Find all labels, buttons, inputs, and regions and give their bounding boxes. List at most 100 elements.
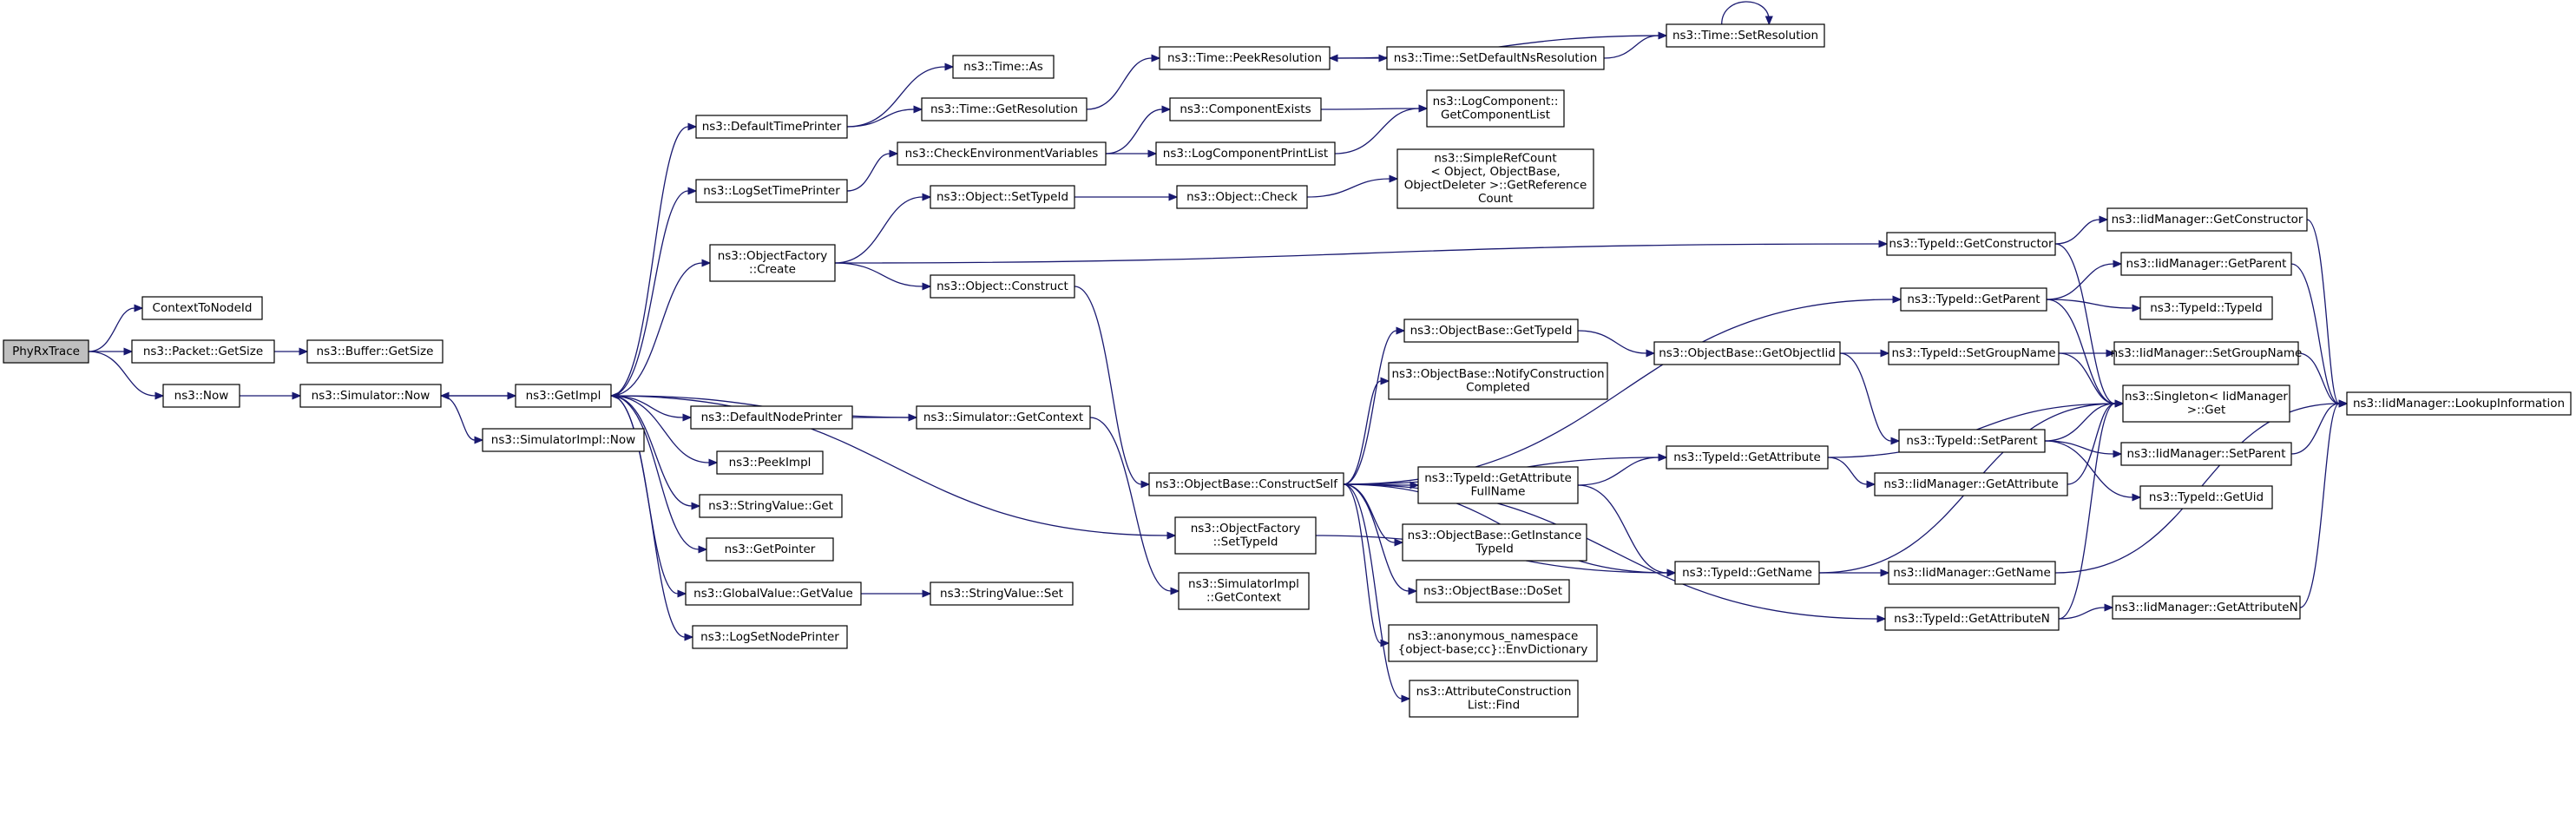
node-typeid_setparent[interactable]: ns3::TypeId::SetParent <box>1898 429 2046 453</box>
node-typeid_getname[interactable]: ns3::TypeId::GetName <box>1674 561 1820 585</box>
node-stringvalue_set[interactable]: ns3::StringValue::Set <box>930 582 1074 606</box>
edge-arrowhead <box>1764 16 1773 26</box>
node-defaultnodeprinter[interactable]: ns3::DefaultNodePrinter <box>690 405 853 430</box>
node-typeid_getconstructor[interactable]: ns3::TypeId::GetConstructor <box>1886 232 2056 256</box>
node-globalvalue_getvalue[interactable]: ns3::GlobalValue::GetValue <box>685 582 862 606</box>
node-logsetnodeprinter[interactable]: ns3::LogSetNodePrinter <box>692 625 848 649</box>
edge-line <box>88 351 156 397</box>
edge-arrowhead <box>2132 493 2142 502</box>
node-typeid_getparent[interactable]: ns3::TypeId::GetParent <box>1900 287 2047 312</box>
node-simulatorimpl_now[interactable]: ns3::SimulatorImpl::Now <box>482 428 645 452</box>
node-label: ns3::Buffer::GetSize <box>317 345 434 358</box>
node-objectbase_notifyconstruction[interactable]: ns3::ObjectBase::NotifyConstructionCompl… <box>1388 362 1608 400</box>
node-objectfactory_settypeid[interactable]: ns3::ObjectFactory::SetTypeId <box>1174 516 1317 555</box>
edge-line <box>610 395 710 463</box>
node-checkenvvars[interactable]: ns3::CheckEnvironmentVariables <box>897 141 1107 166</box>
node-getpointer[interactable]: ns3::GetPointer <box>706 537 834 562</box>
node-simulator_now[interactable]: ns3::Simulator::Now <box>299 384 442 408</box>
node-time_setresolution[interactable]: ns3::Time::SetResolution <box>1666 23 1825 48</box>
edge-typeid_getattributefullname-to-typeid_getname <box>1577 484 1677 577</box>
node-iidmanager_lookupinformation[interactable]: ns3::IidManager::LookupInformation <box>2346 391 2572 416</box>
node-typeid_getattribute[interactable]: ns3::TypeId::GetAttribute <box>1666 445 1829 470</box>
node-box <box>695 115 848 139</box>
edge-line <box>846 153 890 192</box>
node-logsettimeprinter[interactable]: ns3::LogSetTimePrinter <box>695 179 848 203</box>
node-defaulttimeprinter[interactable]: ns3::DefaultTimePrinter <box>695 115 848 139</box>
edge-phyrxtrace-to-contexttonodeid <box>88 304 144 352</box>
node-box <box>1396 148 1594 209</box>
edge-line <box>1343 380 1382 485</box>
node-getimpl[interactable]: ns3::GetImpl <box>515 384 612 408</box>
node-object_settypeid[interactable]: ns3::Object::SetTypeId <box>930 185 1075 209</box>
edge-arrowhead <box>123 347 134 356</box>
node-simulatorimpl_getcontext[interactable]: ns3::SimulatorImpl::GetContext <box>1178 572 1310 610</box>
node-iidmanager_getconstructor[interactable]: ns3::IidManager::GetConstructor <box>2106 207 2308 232</box>
node-iidmanager_getname[interactable]: ns3::IidManager::GetName <box>1888 561 2056 585</box>
node-anon_envdictionary[interactable]: ns3::anonymous_namespace{object-base;cc}… <box>1388 624 1598 662</box>
edge-typeid_getattributen-to-iidmanager_getattributen <box>2058 603 2114 620</box>
node-iidmanager_setparent[interactable]: ns3::IidManager::SetParent <box>2120 442 2292 466</box>
node-object_construct[interactable]: ns3::Object::Construct <box>930 274 1075 299</box>
node-typeid_typeid[interactable]: ns3::TypeId::TypeId <box>2139 296 2273 320</box>
node-iidmanager_getattributen[interactable]: ns3::IidManager::GetAttributeN <box>2112 595 2301 620</box>
edge-line <box>1577 457 1659 486</box>
node-time_setdefaultnsres[interactable]: ns3::Time::SetDefaultNsResolution <box>1386 46 1605 70</box>
node-typeid_setgroupname[interactable]: ns3::TypeId::SetGroupName <box>1888 341 2060 365</box>
edge-time_setresolution-to-time_setresolution <box>1721 1 1773 26</box>
node-objectbase_doset[interactable]: ns3::ObjectBase::DoSet <box>1416 579 1570 603</box>
edge-arrowhead <box>154 391 165 400</box>
node-box <box>1403 319 1579 343</box>
edge-arrowhead <box>677 589 687 598</box>
edge-arrowhead <box>1396 326 1406 335</box>
node-objectbase_constructself[interactable]: ns3::ObjectBase::ConstructSelf <box>1148 472 1344 496</box>
node-peekimpl[interactable]: ns3::PeekImpl <box>716 450 824 475</box>
node-typeid_getattributen[interactable]: ns3::TypeId::GetAttributeN <box>1884 607 2060 631</box>
node-time_peekresolution[interactable]: ns3::Time::PeekResolution <box>1159 46 1331 70</box>
node-logcomponentprintlist[interactable]: ns3::LogComponentPrintList <box>1155 141 1336 166</box>
edge-arrowhead <box>2104 603 2114 612</box>
node-iidmanager_getparent[interactable]: ns3::IidManager::GetParent <box>2120 252 2292 276</box>
node-time_getresolution[interactable]: ns3::Time::GetResolution <box>921 97 1088 122</box>
node-simulator_getcontext[interactable]: ns3::Simulator::GetContext <box>916 405 1091 430</box>
node-objectbase_gettypeid[interactable]: ns3::ObjectBase::GetTypeId <box>1403 319 1579 343</box>
node-buffer_getsize[interactable]: ns3::Buffer::GetSize <box>306 339 444 364</box>
node-label: ns3::DefaultNodePrinter <box>701 411 843 424</box>
node-box <box>930 582 1074 606</box>
edge-arrowhead <box>698 545 708 554</box>
edge-line <box>610 395 686 638</box>
node-phyrxtrace[interactable]: PhyRxTrace <box>3 339 89 364</box>
node-label: ns3::LogSetNodePrinter <box>700 630 839 644</box>
node-object_check[interactable]: ns3::Object::Check <box>1176 185 1308 209</box>
edge-globalvalue_getvalue-to-stringvalue_set <box>860 589 932 598</box>
node-iidmanager_setgroupname[interactable]: ns3::IidManager::SetGroupName <box>2111 341 2303 365</box>
node-simplerefcount[interactable]: ns3::SimpleRefCount< Object, ObjectBase,… <box>1396 148 1594 209</box>
edge-line <box>2046 263 2114 300</box>
edge-arrowhead <box>1880 349 1890 358</box>
node-packet_getsize[interactable]: ns3::Packet::GetSize <box>131 339 275 364</box>
node-objectbase_getobjectiid[interactable]: ns3::ObjectBase::GetObjectIid <box>1653 341 1841 365</box>
node-box <box>2120 252 2292 276</box>
node-objectfactory_create[interactable]: ns3::ObjectFactory::Create <box>709 244 836 282</box>
node-label: ns3::TypeId::GetName <box>1682 566 1812 580</box>
node-typeid_getuid[interactable]: ns3::TypeId::GetUid <box>2139 485 2273 509</box>
node-box <box>921 97 1088 122</box>
edge-arrowhead <box>2099 215 2109 224</box>
node-label: ns3::LogComponentPrintList <box>1163 147 1328 161</box>
node-box <box>2106 207 2308 232</box>
edge-line <box>610 395 1168 536</box>
node-label: ns3::TypeId::GetParent <box>1907 292 2040 306</box>
node-time_as[interactable]: ns3::Time::As <box>952 55 1055 79</box>
node-singleton_get[interactable]: ns3::Singleton< IidManager>::Get <box>2122 384 2290 423</box>
edge-arrowhead <box>2106 349 2116 358</box>
node-logcomponent_getlist[interactable]: ns3::LogComponent::GetComponentList <box>1426 89 1565 128</box>
edge-line <box>2067 403 2116 485</box>
node-contexttonodeid[interactable]: ContextToNodeId <box>141 296 263 320</box>
node-stringvalue_get[interactable]: ns3::StringValue::Get <box>699 494 843 518</box>
node-label: ns3::ComponentExists <box>1180 102 1311 116</box>
node-componentexists[interactable]: ns3::ComponentExists <box>1169 97 1322 122</box>
node-now[interactable]: ns3::Now <box>162 384 240 408</box>
node-iidmanager_getattribute[interactable]: ns3::IidManager::GetAttribute <box>1874 472 2068 496</box>
